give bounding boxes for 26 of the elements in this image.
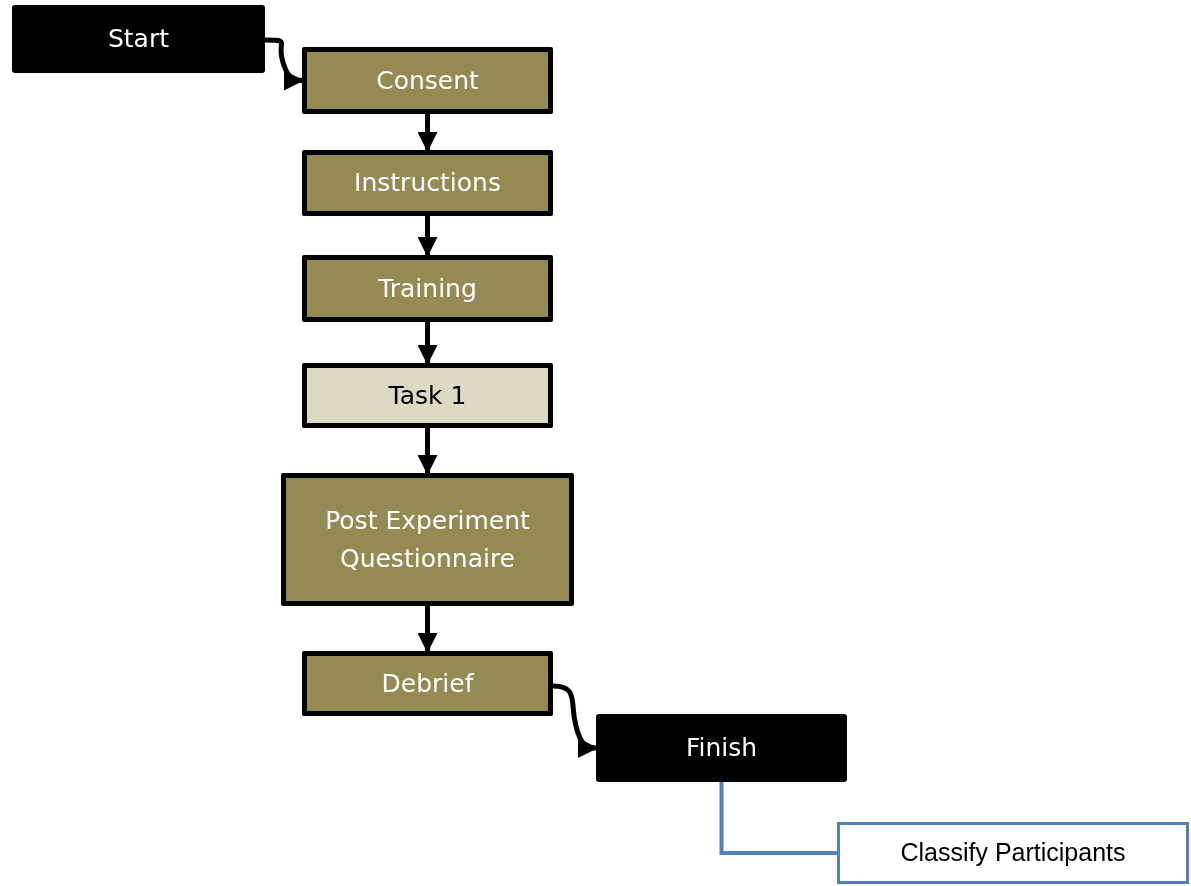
arrow [265, 37, 304, 90]
step-label: Finish [685, 732, 758, 765]
step-label: Consent [376, 64, 479, 97]
arrow [417, 216, 438, 257]
step-label: Debrief [381, 667, 474, 700]
step-label: Instructions [354, 167, 501, 200]
process-box [302, 651, 553, 716]
arrow [417, 428, 438, 475]
step-label: Classify Participants [900, 837, 1126, 869]
step-label: Start [107, 23, 170, 56]
arrow [417, 114, 438, 152]
step-label: Training [378, 272, 477, 305]
process-box [302, 363, 553, 428]
arrow [417, 322, 438, 365]
connector-line [719, 782, 837, 855]
terminal-box [596, 714, 847, 782]
step-label: Task 1 [388, 379, 467, 412]
arrow [417, 606, 438, 653]
terminal-box [12, 5, 265, 73]
note-box [837, 822, 1189, 884]
arrow [552, 683, 598, 758]
process-box [281, 473, 574, 606]
process-box [302, 150, 553, 216]
process-box [302, 47, 553, 114]
process-box [302, 255, 553, 322]
step-label: Post Experiment Questionnaire [324, 505, 531, 575]
